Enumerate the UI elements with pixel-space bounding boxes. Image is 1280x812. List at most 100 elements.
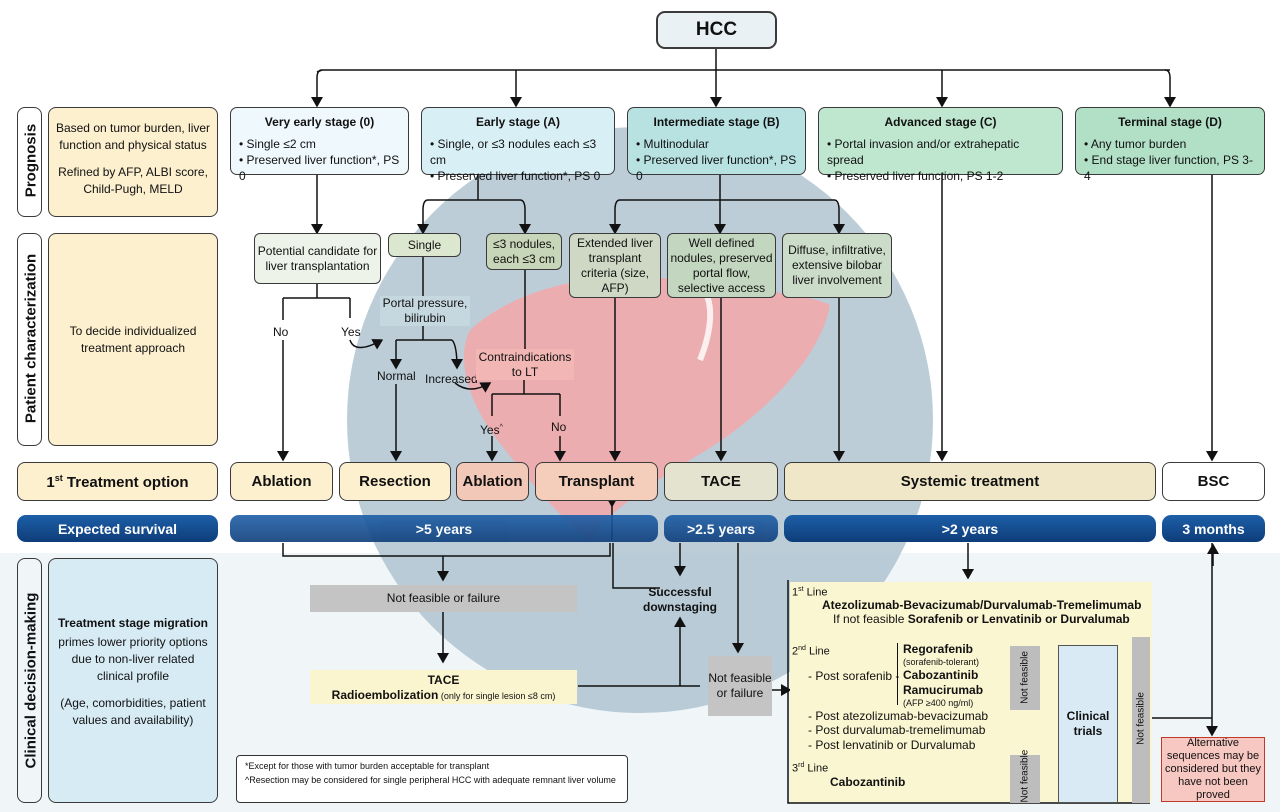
extended-criteria-text: Extended liver transplant criteria (size… [576, 235, 654, 295]
stage-advanced-title: Advanced stage (C) [884, 115, 997, 129]
portal-pressure-box: Portal pressure, bilirubin [380, 296, 470, 326]
treatment-resection-label: Resection [359, 473, 431, 490]
stage-intermediate-title: Intermediate stage (B) [653, 115, 780, 129]
alternative-sequences-box: Alternative sequences may be considered … [1161, 737, 1265, 802]
row-label-clinical: Clinical decision-making [22, 592, 40, 769]
clinical-desc-body: primes lower priority options due to non… [58, 635, 208, 683]
footnote-1: *Except for those with tumor burden acce… [245, 761, 490, 771]
portal-pressure-text: Portal pressure, bilirubin [382, 296, 468, 325]
stage-advanced-bullet-2: • Preserved liver function, PS 1-2 [827, 169, 1004, 183]
survival-bar-2: >2.5 years [664, 515, 778, 542]
stage-very-early-title: Very early stage (0) [264, 115, 375, 129]
normal-label: Normal [377, 369, 416, 383]
third-line-cabozantinib: Cabozantinib [830, 775, 906, 789]
clinical-trials-box: Clinical trials [1058, 645, 1118, 803]
nodules-box: ≤3 nodules, each ≤3 cm [486, 233, 562, 270]
stage-very-early: Very early stage (0) • Single ≤2 cm • Pr… [230, 107, 409, 183]
well-defined-box: Well defined nodules, preserved portal f… [667, 233, 776, 298]
post-sorafenib: - Post sorafenib - [808, 669, 900, 683]
ramucirumab-label: Ramucirumab [903, 683, 984, 697]
ramucirumab-sub: (AFP ≥400 ng/ml) [903, 698, 974, 708]
not-feasible-failure-bar: Not feasible or failure [310, 585, 577, 612]
row-header-prognosis: Prognosis [17, 107, 42, 217]
expected-survival-label: Expected survival [57, 520, 178, 537]
treatment-option-label: 1st Treatment option [46, 472, 189, 491]
stage-early: Early stage (A) • Single, or ≤3 nodules … [421, 107, 615, 183]
stage-early-bullet-1: • Single, or ≤3 nodules each ≤3 cm [430, 137, 597, 167]
row-header-clinical: Clinical decision-making [17, 558, 42, 803]
potential-candidate-box: Potential candidate for liver transplant… [254, 233, 381, 284]
row-label-patient: Patient characterization [22, 253, 40, 424]
well-defined-text: Well defined nodules, preserved portal f… [670, 235, 773, 295]
successful-downstaging-text: Successful downstaging [643, 585, 717, 614]
increased-label: Increased^ [425, 372, 481, 386]
no-label-2: No [551, 420, 567, 434]
tace-2-title: TACE [427, 673, 460, 687]
treatment-transplant-label: Transplant [558, 473, 635, 490]
alternative-sequences-text: Alternative sequences may be considered … [1164, 737, 1261, 801]
single-box: Single [388, 233, 461, 257]
not-feasible-failure-text: Not feasible or failure [386, 591, 501, 605]
treatment-systemic: Systemic treatment [784, 462, 1156, 501]
row-header-patient: Patient characterization [17, 233, 42, 446]
stage-terminal-bullet-2: • End stage liver function, PS 3-4 [1084, 153, 1253, 183]
contraindications-box: Contraindications to LT [476, 349, 574, 380]
stage-advanced-bullet-1: • Portal invasion and/or extrahepatic sp… [827, 137, 1020, 167]
prognosis-description: Based on tumor burden, liver function an… [48, 107, 218, 217]
survival-bar-3: >2 years [784, 515, 1156, 542]
post-durva: - Post durvalumab-tremelimumab [808, 723, 986, 737]
survival-bar-1: >5 years [230, 515, 658, 542]
hcc-title: HCC [695, 19, 738, 40]
tace-radioembolization-box: TACE Radioembolization (only for single … [310, 670, 577, 704]
stage-very-early-bullet-2: • Preserved liver function*, PS 0 [239, 153, 400, 183]
prognosis-desc-2: Refined by AFP, ALBI score, Child-Pugh, … [58, 165, 208, 196]
post-lenva: - Post lenvatinib or Durvalumab [808, 738, 976, 752]
not-feasible-or-failure-box: Not feasible or failure [708, 656, 772, 716]
post-sorafenib-bracket [897, 643, 898, 705]
not-feasible-box-c: Not feasible [1132, 637, 1150, 803]
clinical-description: Treatment stage migration primes lower p… [48, 558, 218, 803]
treatment-bsc-label: BSC [1197, 473, 1230, 490]
not-feasible-box-a: Not feasible [1010, 646, 1040, 710]
stage-advanced: Advanced stage (C) • Portal invasion and… [818, 107, 1063, 183]
yes-label-1: Yes [341, 325, 361, 339]
prognosis-desc-1: Based on tumor burden, liver function an… [55, 121, 211, 152]
first-line-main: Atezolizumab-Bevacizumab/Durvalumab-Trem… [822, 598, 1142, 612]
no-label-1: No [273, 325, 289, 339]
treatment-tace: TACE [664, 462, 778, 501]
survival-4-label: 3 months [1182, 520, 1245, 537]
stage-very-early-bullet-1: • Single ≤2 cm [239, 137, 316, 151]
not-feasible-or-failure-text: Not feasible or failure [708, 671, 772, 700]
footnote-box: *Except for those with tumor burden acce… [236, 755, 628, 803]
treatment-resection: Resection [339, 462, 451, 501]
radioembolization-line: Radioembolization (only for single lesio… [331, 688, 556, 702]
diffuse-text: Diffuse, infiltrative, extensive bilobar… [788, 243, 886, 287]
clinical-trials-text: Clinical trials [1066, 709, 1110, 738]
stage-early-title: Early stage (A) [475, 115, 561, 129]
first-line-alt: If not feasible Sorafenib or Lenvatinib … [833, 612, 1130, 626]
regorafenib-label: Regorafenib [903, 642, 974, 656]
potential-candidate-text: Potential candidate for liver transplant… [257, 243, 378, 273]
stage-intermediate-bullet-2: • Preserved liver function*, PS 0 [636, 153, 797, 183]
hcc-box: HCC [656, 11, 777, 49]
diffuse-box: Diffuse, infiltrative, extensive bilobar… [782, 233, 892, 298]
post-atezo: - Post atezolizumab-bevacizumab [808, 709, 989, 723]
second-line-drugs: Regorafenib (sorafenib-tolerant) Cabozan… [903, 642, 983, 709]
treatment-ablation-2: Ablation [456, 462, 529, 501]
patient-desc-text: To decide individualized treatment appro… [69, 323, 197, 355]
single-text: Single [407, 237, 442, 252]
treatment-systemic-label: Systemic treatment [900, 473, 1040, 490]
expected-survival-header: Expected survival [17, 515, 218, 542]
survival-2-label: >2.5 years [686, 520, 756, 537]
stage-terminal: Terminal stage (D) • Any tumor burden • … [1075, 107, 1265, 183]
treatment-option-header: 1st Treatment option [17, 462, 218, 501]
survival-1-label: >5 years [415, 520, 473, 537]
extended-criteria-box: Extended liver transplant criteria (size… [569, 233, 661, 298]
row-label-prognosis: Prognosis [22, 123, 40, 198]
first-line-label: 1st Line [792, 586, 828, 599]
patient-description: To decide individualized treatment appro… [48, 233, 218, 446]
successful-downstaging: Successful downstaging [640, 584, 720, 616]
stage-terminal-title: Terminal stage (D) [1118, 115, 1222, 129]
contraindications-text: Contraindications to LT [478, 349, 572, 379]
treatment-transplant: Transplant [535, 462, 658, 501]
